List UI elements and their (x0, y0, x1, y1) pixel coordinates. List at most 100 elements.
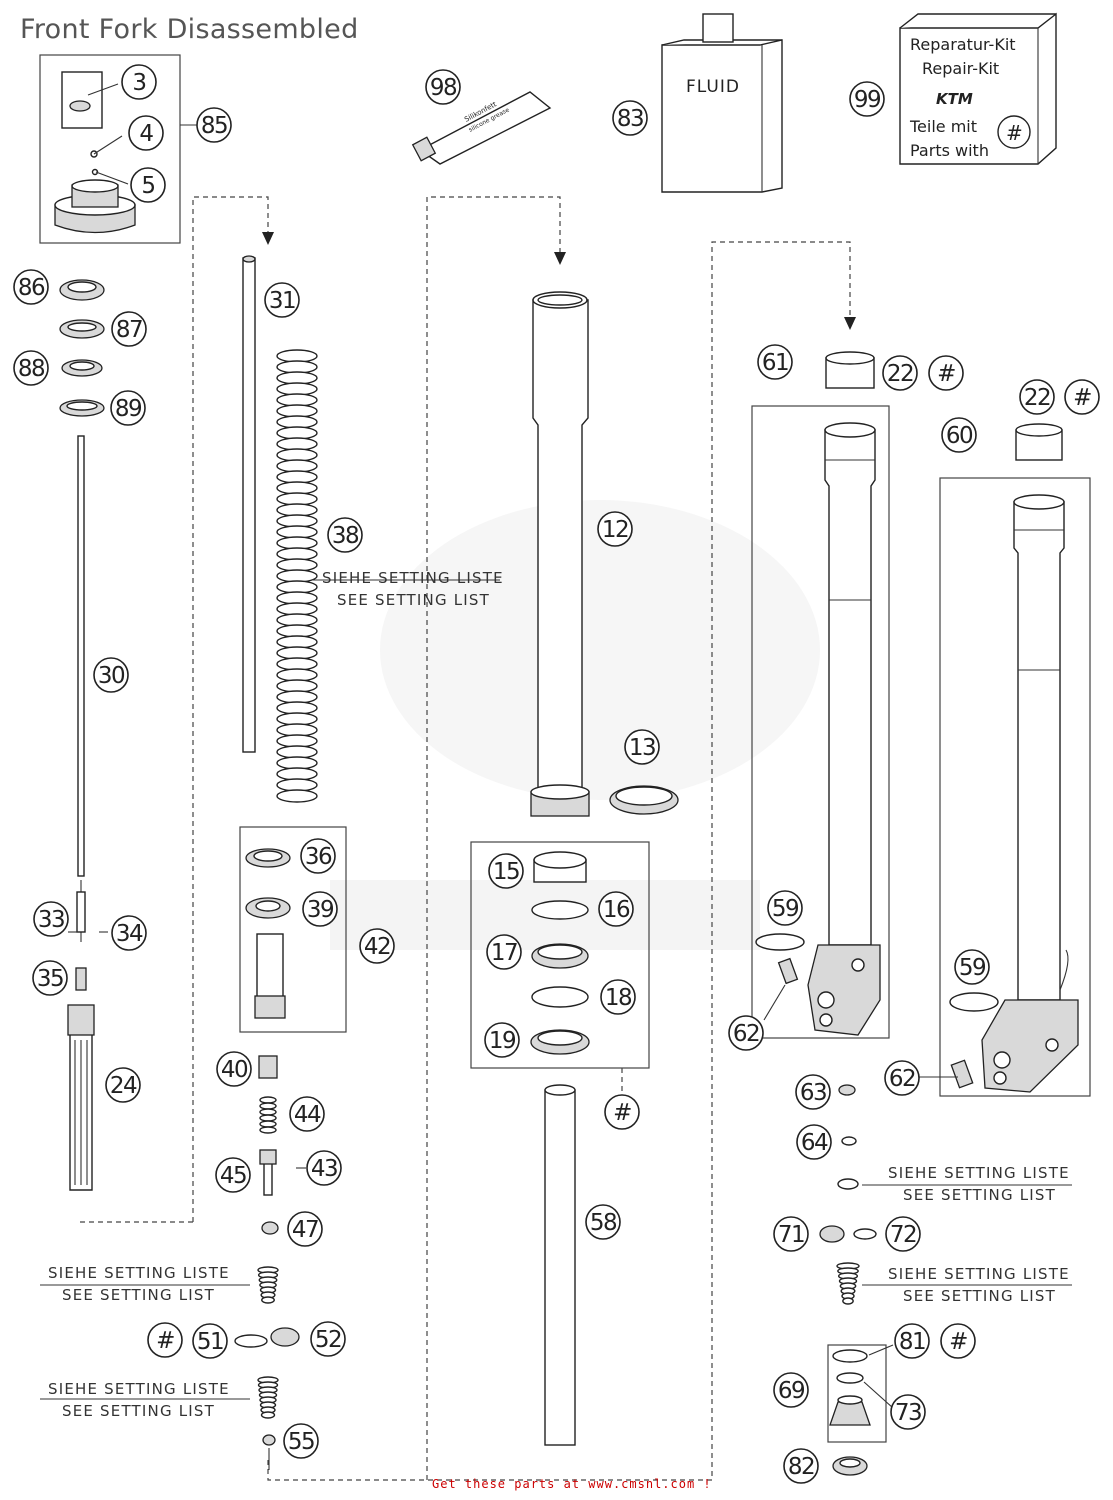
callout-number: 13 (629, 735, 655, 761)
callout-number: 82 (788, 1454, 814, 1480)
callout-3: 3 (121, 64, 157, 100)
callout-42: 42 (359, 928, 395, 964)
callout-number: 22 (887, 361, 913, 387)
callout-number: 4 (139, 121, 153, 147)
callout-number: 42 (364, 934, 390, 960)
callout-number: 87 (116, 317, 142, 343)
callout-number: 62 (733, 1021, 759, 1047)
callout-number: 59 (959, 955, 986, 981)
repair-kit-line3: Teile mit (909, 117, 977, 136)
callout-51: 51 (192, 1323, 228, 1359)
callout-number: 55 (288, 1429, 314, 1455)
callout-number: 72 (890, 1222, 916, 1248)
callout-44: 44 (289, 1096, 325, 1132)
callout-number: 71 (778, 1222, 804, 1248)
callout-number: 34 (116, 921, 143, 947)
callout-60: 60 (941, 417, 977, 453)
note-valve2-de: SIEHE SETTING LISTE (48, 1380, 230, 1398)
callout-82: 82 (783, 1448, 819, 1484)
callout-hash: # (928, 355, 964, 391)
callout-hash: # (604, 1094, 640, 1130)
callout-40: 40 (216, 1051, 252, 1087)
callout-55: 55 (283, 1423, 319, 1459)
callout-number: # (1073, 385, 1091, 411)
callout-number: 89 (115, 396, 142, 422)
repair-kit-line4: Parts with (910, 141, 989, 160)
callout-61: 61 (757, 344, 793, 380)
callout-33: 33 (33, 901, 69, 937)
callout-number: 59 (772, 896, 799, 922)
callout-38: 38 (327, 517, 363, 553)
frames (39, 54, 1091, 1443)
repair-kit-line2: Repair-Kit (922, 59, 999, 78)
outer-tube (530, 291, 590, 817)
callout-number: 60 (946, 423, 973, 449)
callout-number: 33 (38, 907, 64, 933)
callout-64: 64 (796, 1124, 832, 1160)
callout-number: 30 (98, 663, 125, 689)
callout-12: 12 (597, 511, 633, 547)
damper-rod (75, 435, 87, 991)
callout-number: 86 (18, 275, 45, 301)
callout-number: # (949, 1329, 967, 1355)
callout-63: 63 (795, 1074, 831, 1110)
callout-number: # (613, 1100, 631, 1126)
callout-62: 62 (728, 1015, 764, 1051)
note-spring-de: SIEHE SETTING LISTE (322, 569, 504, 587)
bushings-seals (530, 785, 679, 1055)
callout-5: 5 (130, 167, 166, 203)
callout-89: 89 (110, 390, 146, 426)
callout-number: 31 (269, 288, 295, 314)
leader-lines (40, 83, 1072, 1409)
fork-leg-right (777, 494, 1079, 1093)
callout-number: 52 (315, 1327, 341, 1353)
callout-number: 63 (800, 1080, 826, 1106)
callout-number: # (937, 361, 955, 387)
callout-number: 16 (603, 897, 630, 923)
spring-preload-tube (242, 255, 256, 753)
fork-oil-bottle: FLUID (661, 13, 783, 193)
callout-number: 38 (332, 523, 359, 549)
callout-62: 62 (884, 1060, 920, 1096)
footer-link[interactable]: Get these parts at www.cmsnl.com ! (432, 1477, 712, 1491)
callout-16: 16 (598, 891, 634, 927)
callout-43: 43 (306, 1150, 342, 1186)
callout-85: 85 (196, 107, 232, 143)
repair-kit-line1: Reparatur-Kit (910, 35, 1016, 54)
fork-leg-left (755, 422, 881, 1036)
callout-number: 61 (762, 350, 788, 376)
note-spring-en: SEE SETTING LIST (337, 591, 490, 609)
note-base1-de: SIEHE SETTING LISTE (888, 1164, 1070, 1182)
callout-4: 4 (128, 115, 164, 151)
repair-kit-brand: KTM (936, 90, 973, 108)
callout-number: 45 (220, 1163, 246, 1189)
callout-number: 69 (778, 1378, 805, 1404)
callout-71: 71 (773, 1216, 809, 1252)
callout-number: 73 (895, 1400, 921, 1426)
callout-81: 81 (894, 1323, 930, 1359)
note-base1-en: SEE SETTING LIST (903, 1186, 1056, 1204)
callout-87: 87 (111, 311, 147, 347)
callout-hash: # (1064, 379, 1100, 415)
callout-88: 88 (13, 350, 49, 386)
callout-hash: # (940, 1323, 976, 1359)
callout-number: 39 (307, 897, 334, 923)
grease-tube: Silikonfett silicone grease (411, 91, 552, 165)
note-base2-en: SEE SETTING LIST (903, 1287, 1056, 1305)
guide-bushings (825, 351, 1063, 461)
callout-number: 99 (854, 87, 881, 113)
callout-number: 64 (801, 1130, 828, 1156)
callout-58: 58 (585, 1204, 621, 1240)
callout-number: 5 (141, 173, 154, 199)
callout-59: 59 (767, 890, 803, 926)
callout-31: 31 (264, 282, 300, 318)
callout-22: 22 (1019, 379, 1055, 415)
callout-number: 12 (602, 517, 628, 543)
fluid-label: FLUID (686, 77, 740, 97)
fork-spring (276, 349, 318, 803)
callout-number: 36 (305, 844, 332, 870)
callout-number: 40 (221, 1057, 248, 1083)
callout-24: 24 (105, 1067, 141, 1103)
inner-tube (544, 1084, 576, 1446)
